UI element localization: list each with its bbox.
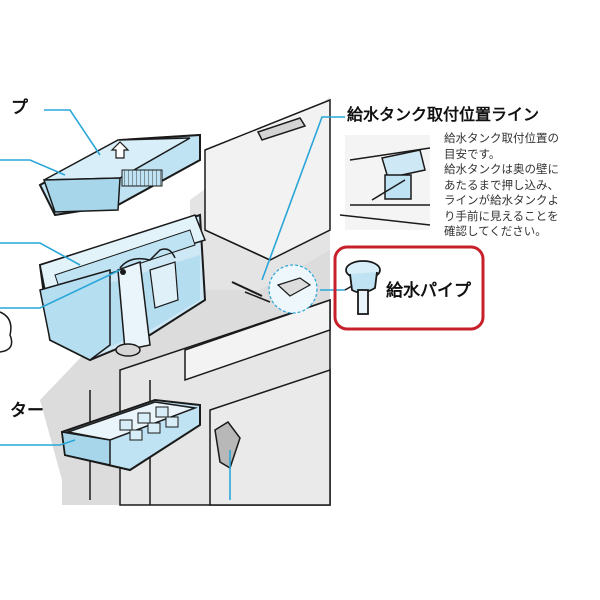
inset-tank-body [384,174,412,200]
lower-divider [209,368,331,506]
note-line: 確認してください。 [444,224,547,238]
note-line: あたるまで押し込み、 [444,177,559,192]
pipe-stem [117,260,151,351]
tank-front-face [39,269,111,361]
note-line: 給水タンク取付位置の [444,131,559,145]
note-text: 給水タンク取付位置の 目安です。 給水タンクは奥の壁に あたるまで押し込み、 ラ… [444,131,559,240]
ice-scoop [214,421,241,470]
label-tank-position-line: 給水タンク取付位置ライン [347,105,540,124]
inset-line-3 [339,214,431,226]
tank-lid-front [42,177,121,213]
lid-vent-grille [121,169,163,187]
upper-shelf [204,98,331,261]
note-line: 給水タンクは奥の壁に [444,162,559,176]
tank-cap-dot [120,269,126,275]
inset-line-4 [371,179,406,201]
shelf-edge [204,229,271,261]
partial-object [0,311,13,353]
water-pipe-highlight-frame [333,245,485,331]
ice-cubes [119,406,179,441]
inset-tank-cap [381,149,426,179]
tank-handle [119,248,176,269]
water-pipe-icon [344,260,381,315]
label-holder-partial: ター [10,401,44,421]
note-line: ラインが給水タンクよ [444,193,559,207]
note-line: り手前に見えることを [444,208,559,223]
callout-lines [0,109,345,500]
note-line: 目安です。 [444,146,501,161]
tank-outlet [115,343,141,357]
drawer-front [184,298,331,382]
label-water-pipe: 給水パイプ [386,281,471,301]
pipe-socket [276,277,312,297]
arrow-icon [110,141,130,159]
tank-float [149,261,179,309]
tank-position-line-2 [244,291,271,303]
tank-position-line [231,281,263,297]
label-pump-partial: プ [11,98,28,118]
shelf-bracket [256,117,307,141]
